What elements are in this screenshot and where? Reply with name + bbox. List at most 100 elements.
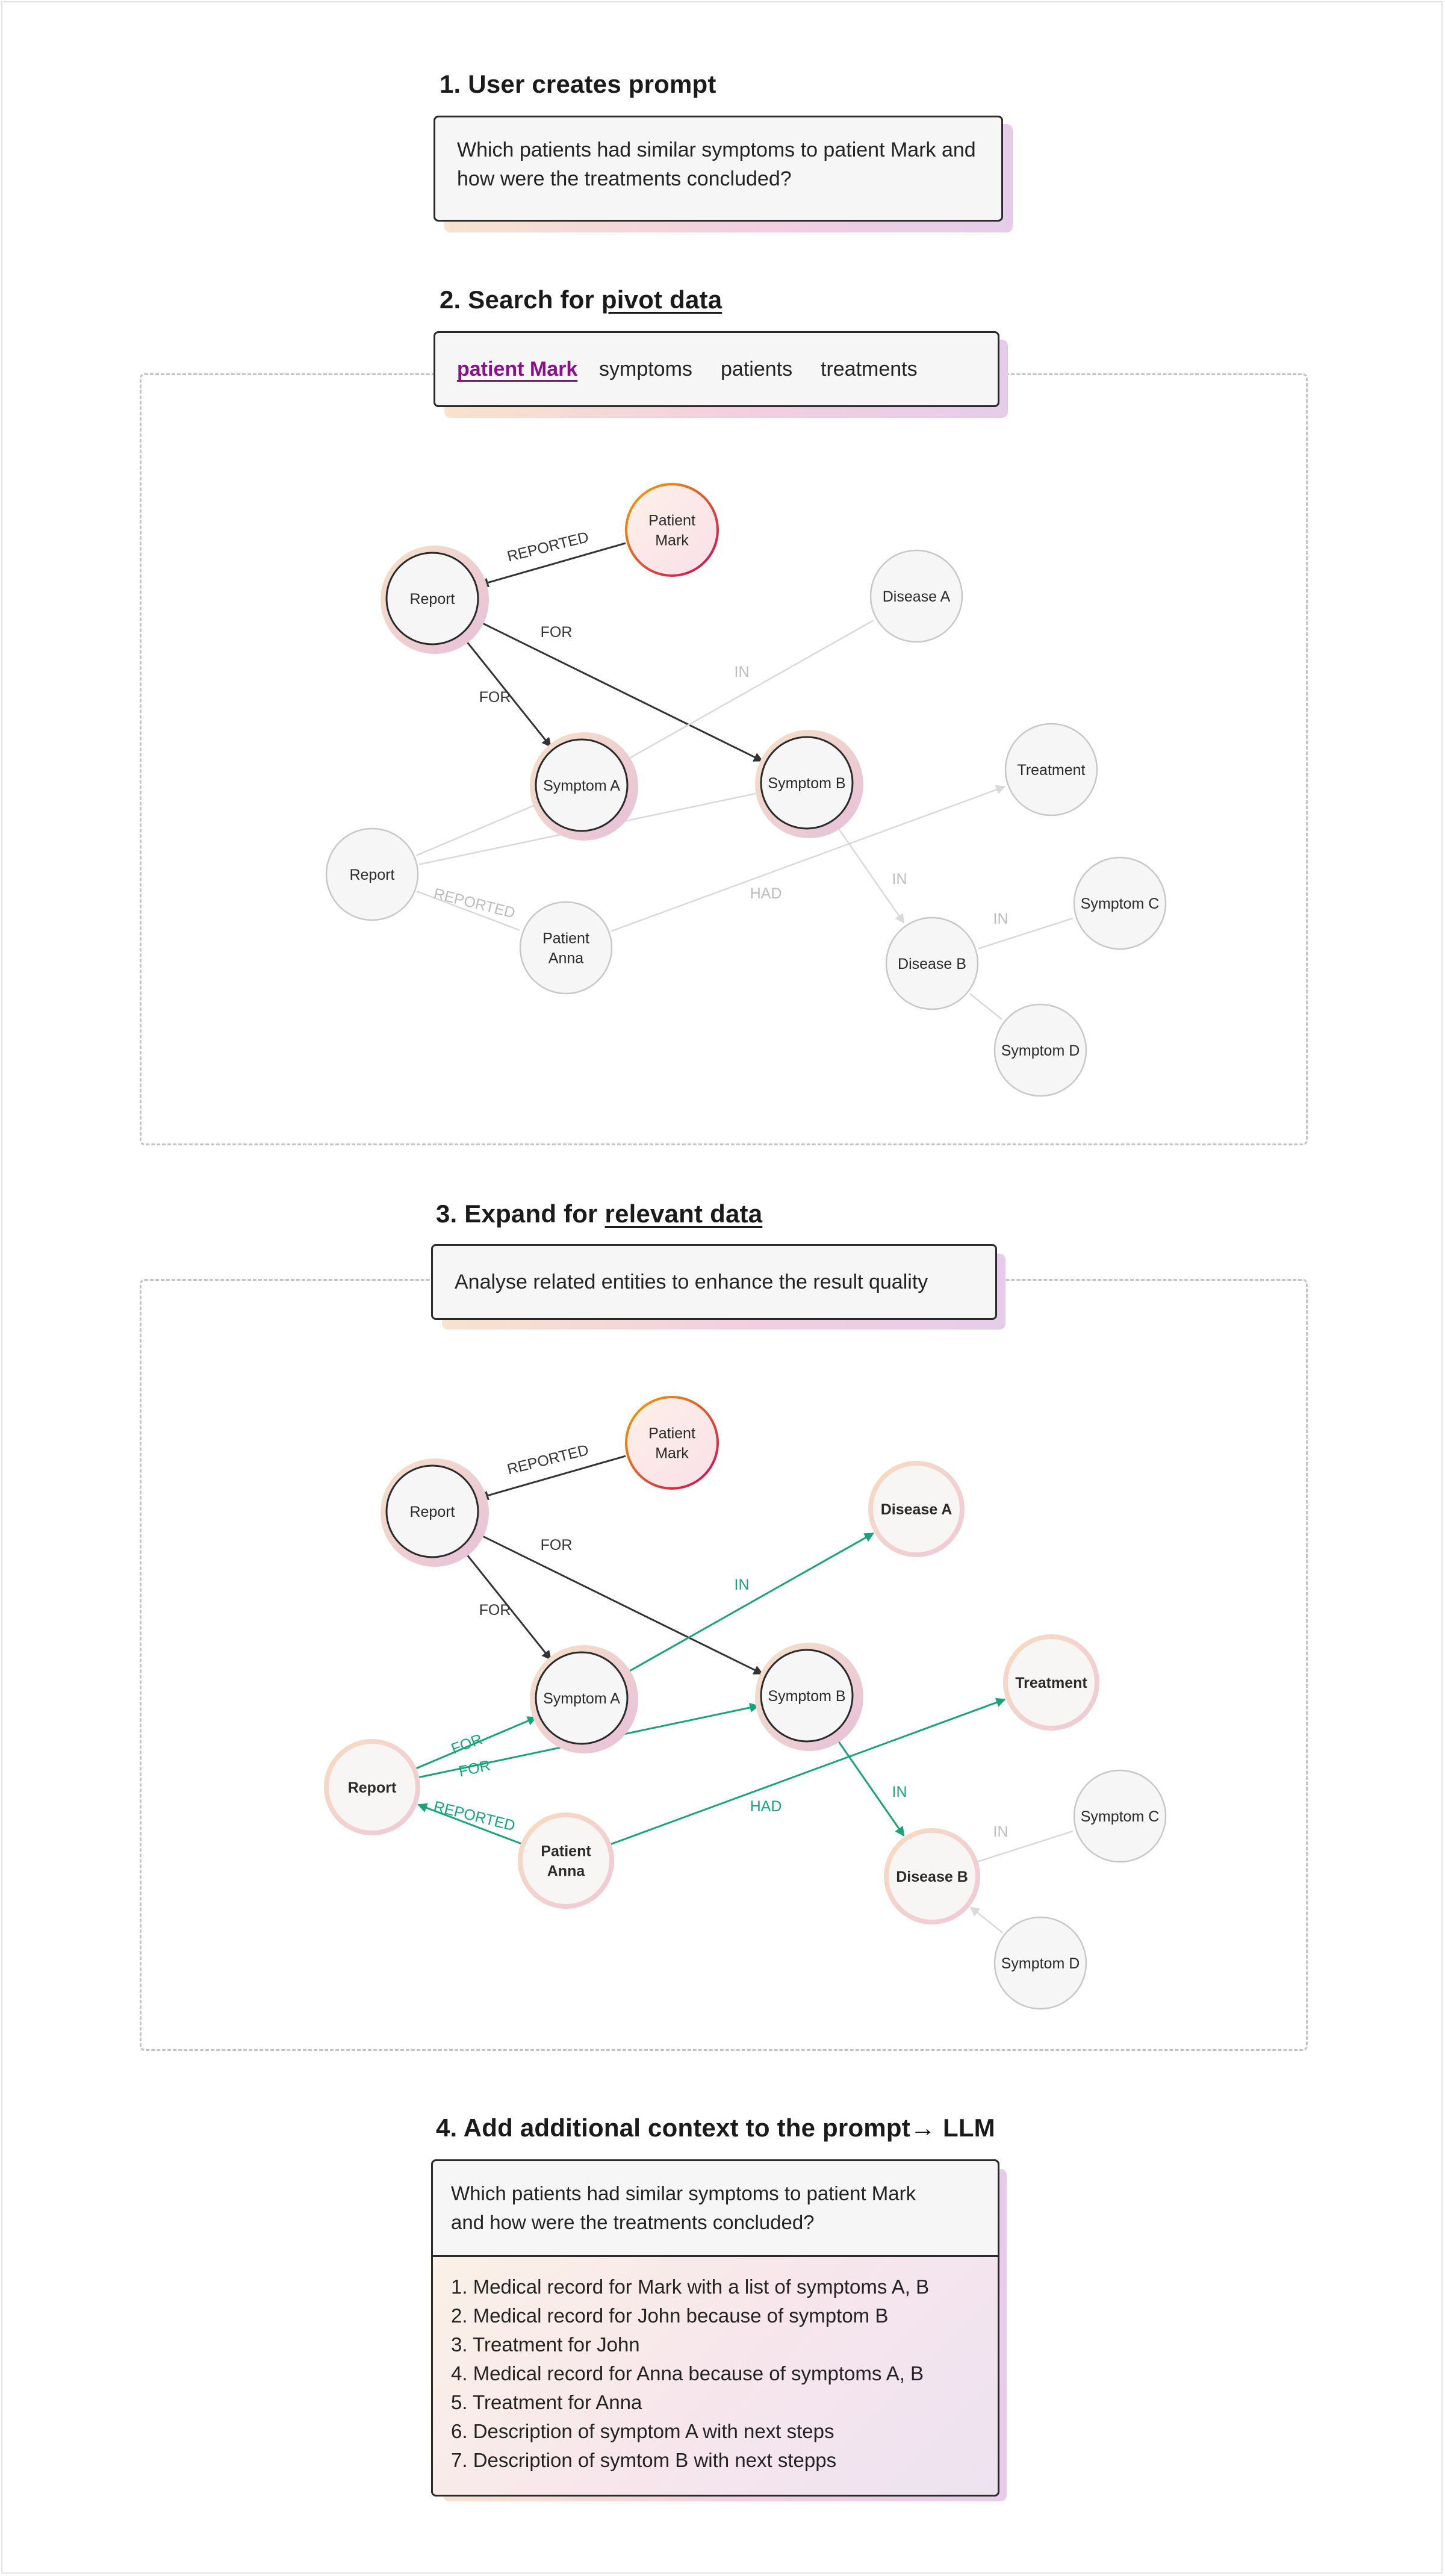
edge-label: IN <box>993 1823 1008 1840</box>
edge-disB-symC <box>977 917 1074 950</box>
edge-symB-disB <box>833 822 905 924</box>
node-symC[interactable]: Symptom C <box>1073 856 1167 950</box>
node-label: Patient <box>648 512 695 529</box>
relevant-data-link[interactable]: relevant data <box>604 1199 763 1228</box>
edge-label: FOR <box>458 1757 492 1780</box>
node-label: Disease B <box>896 1868 968 1885</box>
node-label: Disease A <box>881 1501 952 1518</box>
node-symB[interactable]: Symptom B <box>755 1643 863 1751</box>
node-label: Patient <box>542 930 589 947</box>
chip-symptoms[interactable]: symptoms <box>599 358 692 381</box>
edge-label: FOR <box>541 1537 573 1554</box>
node-label: Report <box>349 866 394 883</box>
edge-symD-disB <box>969 1906 1004 1934</box>
node-symD[interactable]: Symptom D <box>993 1916 1087 2010</box>
node-label: Symptom C <box>1081 1808 1160 1825</box>
edge-label: REPORTED <box>506 529 591 565</box>
node-symB[interactable]: Symptom B <box>755 730 863 838</box>
context-item: 7. Description of symtom B with next ste… <box>451 2449 837 2471</box>
edge-label: REPORTED <box>432 1798 517 1835</box>
edge-mark-report1 <box>479 542 626 588</box>
pivot-data-link[interactable]: pivot data <box>601 285 722 314</box>
node-disA[interactable]: Disease A <box>868 1461 965 1557</box>
edge-label: HAD <box>750 1798 782 1815</box>
node-symC[interactable]: Symptom C <box>1073 1769 1167 1863</box>
node-label: Symptom A <box>543 1690 620 1707</box>
step4-context-section: 1. Medical record for Mark with a list o… <box>433 2257 998 2495</box>
edge-report1-symA <box>461 1548 552 1661</box>
node-label: Patient <box>541 1843 591 1860</box>
step1-prompt-card: Which patients had similar symptoms to p… <box>434 116 1003 222</box>
step4-context-card: Which patients had similar symptoms to p… <box>431 2159 999 2497</box>
context-item: 5. Treatment for Anna <box>451 2391 642 2413</box>
context-item: 4. Medical record for Anna because of sy… <box>451 2362 924 2385</box>
node-label: Treatment <box>1015 1675 1087 1691</box>
node-label: Symptom D <box>1001 1955 1080 1972</box>
step2-search-card: patient Mark symptoms patients treatment… <box>434 331 999 407</box>
node-treat[interactable]: Treatment <box>1004 723 1098 817</box>
node-symA[interactable]: Symptom A <box>530 732 638 841</box>
node-label: Mark <box>655 1445 689 1462</box>
node-disB[interactable]: Disease B <box>885 916 979 1010</box>
node-report1[interactable]: Report <box>381 1458 489 1567</box>
node-symD[interactable]: Symptom D <box>993 1003 1087 1097</box>
step4-prompt-text: Which patients had similar symptoms to p… <box>451 2182 916 2233</box>
edge-disB-symC <box>977 1830 1074 1862</box>
step4-heading: 4. Add additional context to the prompt→… <box>436 2114 995 2142</box>
node-label: Report <box>409 1504 455 1520</box>
edge-report1-symB <box>475 1531 763 1675</box>
node-label: Symptom C <box>1081 895 1160 912</box>
step3-heading-prefix: 3. Expand for <box>436 1199 605 1228</box>
edge-mark-report1 <box>479 1455 626 1501</box>
node-label: Report <box>409 591 455 608</box>
chip-patients[interactable]: patients <box>721 358 793 381</box>
edge-symA-disA <box>623 1532 874 1675</box>
node-label: Symptom A <box>543 777 620 794</box>
edge-disB-symD <box>969 992 1002 1020</box>
context-item: 6. Description of symptom A with next st… <box>451 2420 834 2442</box>
edge-label: IN <box>993 910 1008 927</box>
step2-heading: 2. Search for pivot data <box>440 285 722 314</box>
node-disB[interactable]: Disease B <box>884 1828 980 1924</box>
edge-anna-treat <box>611 785 1006 932</box>
edge-label: HAD <box>750 885 782 902</box>
edge-label: IN <box>892 871 907 888</box>
step1-prompt-text: Which patients had similar symptoms to p… <box>457 138 976 190</box>
node-report2[interactable]: Report <box>324 1739 420 1835</box>
node-report1[interactable]: Report <box>381 546 489 654</box>
chip-treatments[interactable]: treatments <box>821 358 918 381</box>
chip-patient-mark[interactable]: patient Mark <box>457 358 578 381</box>
node-label: Anna <box>547 1863 586 1880</box>
edge-report1-symB <box>475 618 763 762</box>
node-symA[interactable]: Symptom A <box>530 1645 638 1753</box>
step1-heading: 1. User creates prompt <box>440 70 716 98</box>
node-report2[interactable]: Report <box>325 827 419 921</box>
node-label: Disease A <box>883 588 951 605</box>
node-treat[interactable]: Treatment <box>1003 1634 1099 1731</box>
node-disA[interactable]: Disease A <box>869 549 963 643</box>
edge-symB-disB <box>833 1734 905 1837</box>
edge-label: IN <box>735 664 750 680</box>
edge-anna-treat <box>611 1697 1006 1845</box>
step3-description-card: Analyse related entities to enhance the … <box>431 1244 997 1320</box>
edge-label: REPORTED <box>432 885 517 922</box>
edge-label: FOR <box>449 1731 485 1757</box>
context-list: 1. Medical record for Mark with a list o… <box>451 2273 929 2475</box>
node-label: Symptom B <box>768 1688 845 1705</box>
edge-label: FOR <box>479 689 511 706</box>
edge-report2-symA <box>416 1716 538 1770</box>
edge-label: IN <box>735 1576 750 1593</box>
edge-label: IN <box>892 1784 907 1800</box>
edge-anna-report2 <box>417 1803 521 1845</box>
edge-label: FOR <box>541 624 573 641</box>
node-label: Mark <box>655 532 689 549</box>
